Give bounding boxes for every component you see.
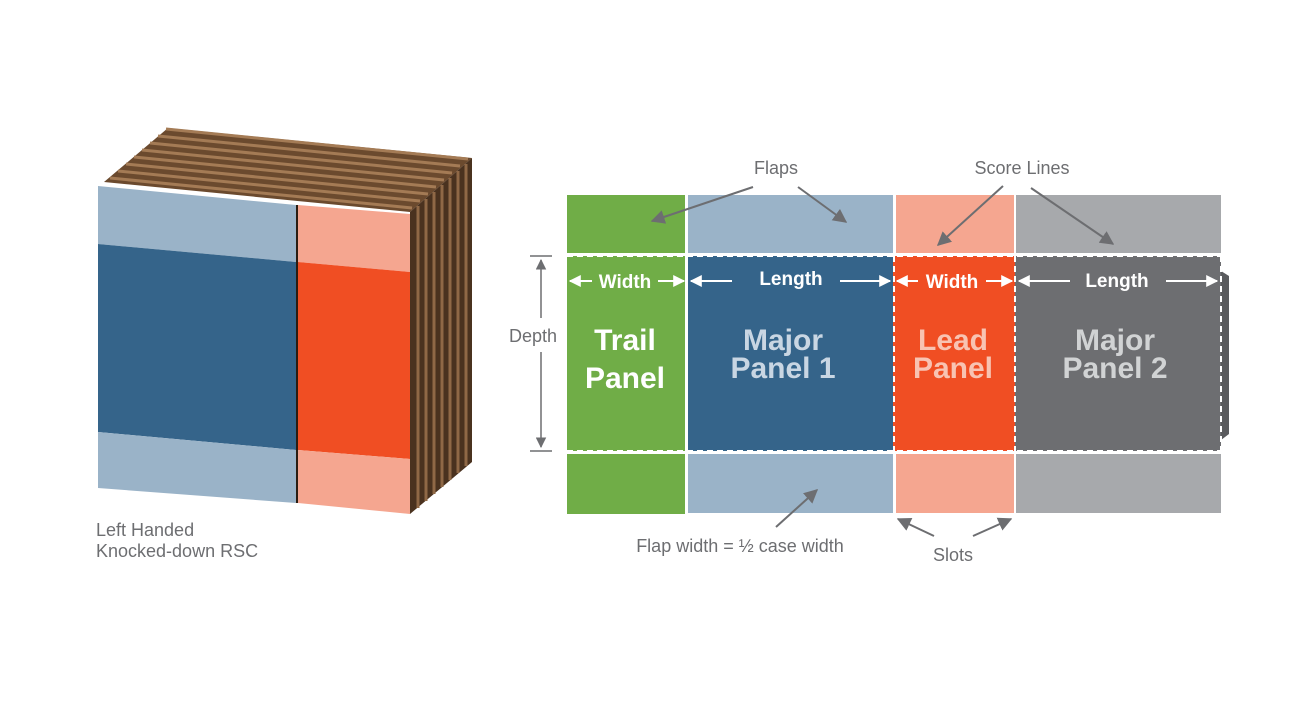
caption-line-2: Knocked-down RSC [96,541,258,561]
major-panel-2-label-2: Panel 2 [1062,352,1167,385]
lead-panel [893,256,1015,451]
trail-panel-label-1: Trail [594,324,656,357]
major-panel-2-label-1: Major [1075,324,1155,357]
caption-line-1: Left Handed [96,520,194,540]
depth-label: Depth [509,326,557,346]
trail-panel-label-2: Panel [585,362,665,395]
major-panel-1 [688,256,893,451]
dimension-width-1: Width [599,272,652,293]
front-face [98,186,410,514]
major1-bottom-flap [688,454,893,513]
major2-bottom-flap [1016,454,1221,513]
flaps-label: Flaps [754,158,798,178]
major-panel-1-label-1: Major [743,324,823,357]
callout-arrows [650,185,1115,537]
dimension-length-1: Length [759,269,822,290]
major2-top-flap [1016,195,1221,253]
flat-blank-layout: Width Length Width Length Trail Panel Ma… [509,158,1229,565]
lead-top-flap [896,195,1014,253]
depth-dimension [530,255,552,452]
manufacturer-joint-tab [1221,271,1229,440]
score-lines [567,255,1222,452]
score-lines-label: Score Lines [974,158,1069,178]
knocked-down-rsc-illustration: Left Handed Knocked-down RSC [96,127,472,561]
corrugated-stack [104,127,472,514]
lead-panel-label-2: Panel [913,352,993,385]
flap-width-label: Flap width = ½ case width [636,536,844,556]
major-panel-2 [1015,256,1221,451]
lead-panel-label-1: Lead [918,324,988,357]
dimension-length-2: Length [1085,271,1148,292]
major1-top-flap [688,195,893,253]
major-panel-1-label-2: Panel 1 [730,352,835,385]
trail-top-flap [567,195,685,253]
trail-bottom-flap [567,454,685,514]
dimension-width-2: Width [926,272,979,293]
lead-bottom-flap [896,454,1014,513]
trail-panel [567,256,685,451]
slots-label: Slots [933,545,973,565]
